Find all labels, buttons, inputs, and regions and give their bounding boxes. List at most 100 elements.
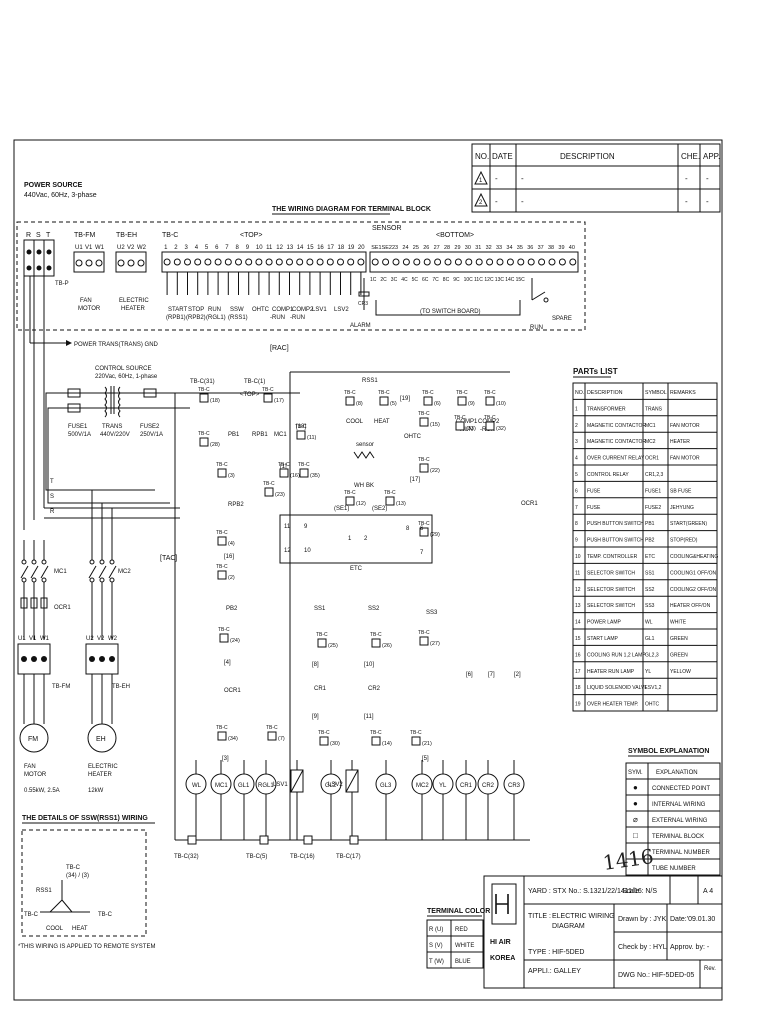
symbol-explanation-text: TERMINAL BLOCK xyxy=(652,834,704,840)
svg-text:-: - xyxy=(495,174,498,183)
load-symbol xyxy=(432,773,454,795)
approved-by: Approv. by: - xyxy=(670,944,710,951)
svg-text:12kW: 12kW xyxy=(88,788,104,794)
tb-c-group-sublabel: (RSS1) xyxy=(228,315,248,321)
terminal-screw-icon xyxy=(517,258,525,266)
svg-text:ELECTRIC: ELECTRIC xyxy=(88,764,118,770)
rev-row1-no: 1 xyxy=(479,178,483,184)
terminal-color-title: TERMINAL COLOR xyxy=(427,908,490,915)
parts-table-cell: 3 xyxy=(575,439,578,445)
terminal-screw-icon xyxy=(475,258,483,266)
terminal-block-node xyxy=(296,430,306,440)
svg-text:OCR1: OCR1 xyxy=(54,605,71,611)
symbol-explanation-title: SYMBOL EXPLANATION xyxy=(628,748,709,755)
tb-c-terminal-number: 20 xyxy=(358,245,365,251)
terminal-block-node-label: TB-C xyxy=(484,415,496,421)
terminal-screw-icon xyxy=(316,258,324,266)
power-circuit: T S R MC1 MC2 OCR1 U1 V1 W1 TB-FM U2 V2 … xyxy=(17,276,180,794)
contact-blade xyxy=(20,565,29,579)
terminal-block-node xyxy=(319,736,329,746)
drawing-title-2: DIAGRAM xyxy=(552,923,585,930)
parts-table-cell: 12 xyxy=(575,587,581,593)
terminal-color-phase: S (V) xyxy=(429,943,443,949)
tb-c-group-labels: START(RPB1)STOP(RPB2)RUN(RGL1)SSW(RSS1)O… xyxy=(166,307,349,321)
terminal-block-node xyxy=(371,736,381,746)
terminal-color-name: WHITE xyxy=(455,943,474,949)
svg-text:U2: U2 xyxy=(117,245,125,251)
tb-p-label: TB-P xyxy=(55,281,69,287)
drawing-number: DWG No.: HIF-5DED-05 xyxy=(618,972,694,979)
terminal-screw-icon xyxy=(496,258,504,266)
contact-point-icon xyxy=(89,559,95,565)
load-label: GL2 xyxy=(325,783,337,789)
tb-eh-block xyxy=(115,251,147,273)
parts-table-cell: HEATER xyxy=(670,439,690,445)
terminal-screw-icon xyxy=(337,258,344,266)
terminal-block-node xyxy=(217,468,227,478)
tb-c-terminal-number: 16 xyxy=(317,245,324,251)
svg-text:T: T xyxy=(50,479,54,485)
tb-c-terminal-number: 32 xyxy=(486,245,492,251)
terminal-block-node-label: TB-C xyxy=(484,390,496,396)
svg-text:-: - xyxy=(521,197,524,206)
parts-table-header: SYMBOL xyxy=(645,390,667,396)
control-source-spec: 220Vac, 60Hz, 1-phase xyxy=(95,374,158,380)
tb-c-terminal-number: 5 xyxy=(205,245,209,251)
svg-text:U1: U1 xyxy=(75,245,83,251)
svg-text:CR2: CR2 xyxy=(368,686,381,692)
terminal-screw-icon xyxy=(569,258,577,266)
parts-table-cell: LIQUID SOLENOID VALVE xyxy=(587,685,648,691)
ssw-details-title: THE DETAILS OF SSW(RSS1) WIRING xyxy=(22,815,148,822)
tb-c-bottom-sub-label: 10C xyxy=(464,277,474,283)
terminal-block-node xyxy=(485,421,495,431)
tb-c-bottom-sub-label: 7C xyxy=(432,277,439,283)
load-label: LSV2 xyxy=(328,782,343,788)
terminal-screw-icon xyxy=(558,258,566,266)
terminal-screw-icon xyxy=(286,258,293,266)
parts-table-cell: PB1 xyxy=(645,521,655,527)
terminal-block-node xyxy=(371,638,381,648)
terminal-block-node-number: (21) xyxy=(422,741,432,747)
terminal-block-node-number: (2) xyxy=(228,575,235,581)
tb-c-terminal-number: 12 xyxy=(276,245,283,251)
contact-point-icon xyxy=(41,577,47,583)
terminal-block-node-label: TB-C xyxy=(384,490,396,496)
parts-table-cell: ETC xyxy=(645,554,655,560)
svg-text:500V/1A: 500V/1A xyxy=(68,432,91,438)
terminal-block-node-label: TB-C xyxy=(262,387,274,393)
terminal-block-node-number: (29) xyxy=(430,532,440,538)
parts-table-cell: GREEN xyxy=(670,636,688,642)
terminal-block-node-label: TB-C xyxy=(298,462,310,468)
tb-c-group-label: OHTC xyxy=(252,307,270,313)
bottom-terminal-label: TB-C(5) xyxy=(246,854,267,860)
svg-text:FUSE1: FUSE1 xyxy=(68,424,88,430)
terminal-block-node-number: (6) xyxy=(434,401,441,407)
terminal-block-node-label: TB-C xyxy=(370,632,382,638)
terminal-screw-icon xyxy=(392,258,400,266)
terminal-block-node-label: TB-C xyxy=(454,415,466,421)
tb-c-group-label: SSW xyxy=(230,307,244,313)
tb-c-terminal-number: 29 xyxy=(454,245,460,251)
bottom-terminal-node xyxy=(303,835,313,845)
tac-label: [TAC] xyxy=(160,555,177,562)
load-symbol xyxy=(185,773,207,795)
alarm-label: ALARM xyxy=(350,323,371,329)
parts-table-cell: 2 xyxy=(575,423,578,429)
svg-text:FM: FM xyxy=(28,736,38,743)
svg-text:PB1: PB1 xyxy=(228,432,240,438)
ocr1-heater-element xyxy=(20,597,28,609)
symbol-glyph: ⌀ xyxy=(633,815,638,824)
etc-terminal-number: 8 xyxy=(406,526,410,532)
tb-c-bottom-sub-label: 2C xyxy=(380,277,387,283)
yard-number: YARD : STX No.: S.1321/22/1411/16 xyxy=(528,888,642,895)
tb-p-block xyxy=(23,239,55,277)
terminal-block-node-number: (7) xyxy=(278,736,285,742)
load-symbol xyxy=(477,773,499,795)
tb-c-bottom-sub-label: 11C xyxy=(474,277,483,283)
etc-terminal-number: 9 xyxy=(304,524,308,530)
tb-c-bottom-sub-label: 9C xyxy=(453,277,460,283)
svg-text:FAN: FAN xyxy=(24,764,36,770)
svg-text:MC2: MC2 xyxy=(118,569,131,575)
